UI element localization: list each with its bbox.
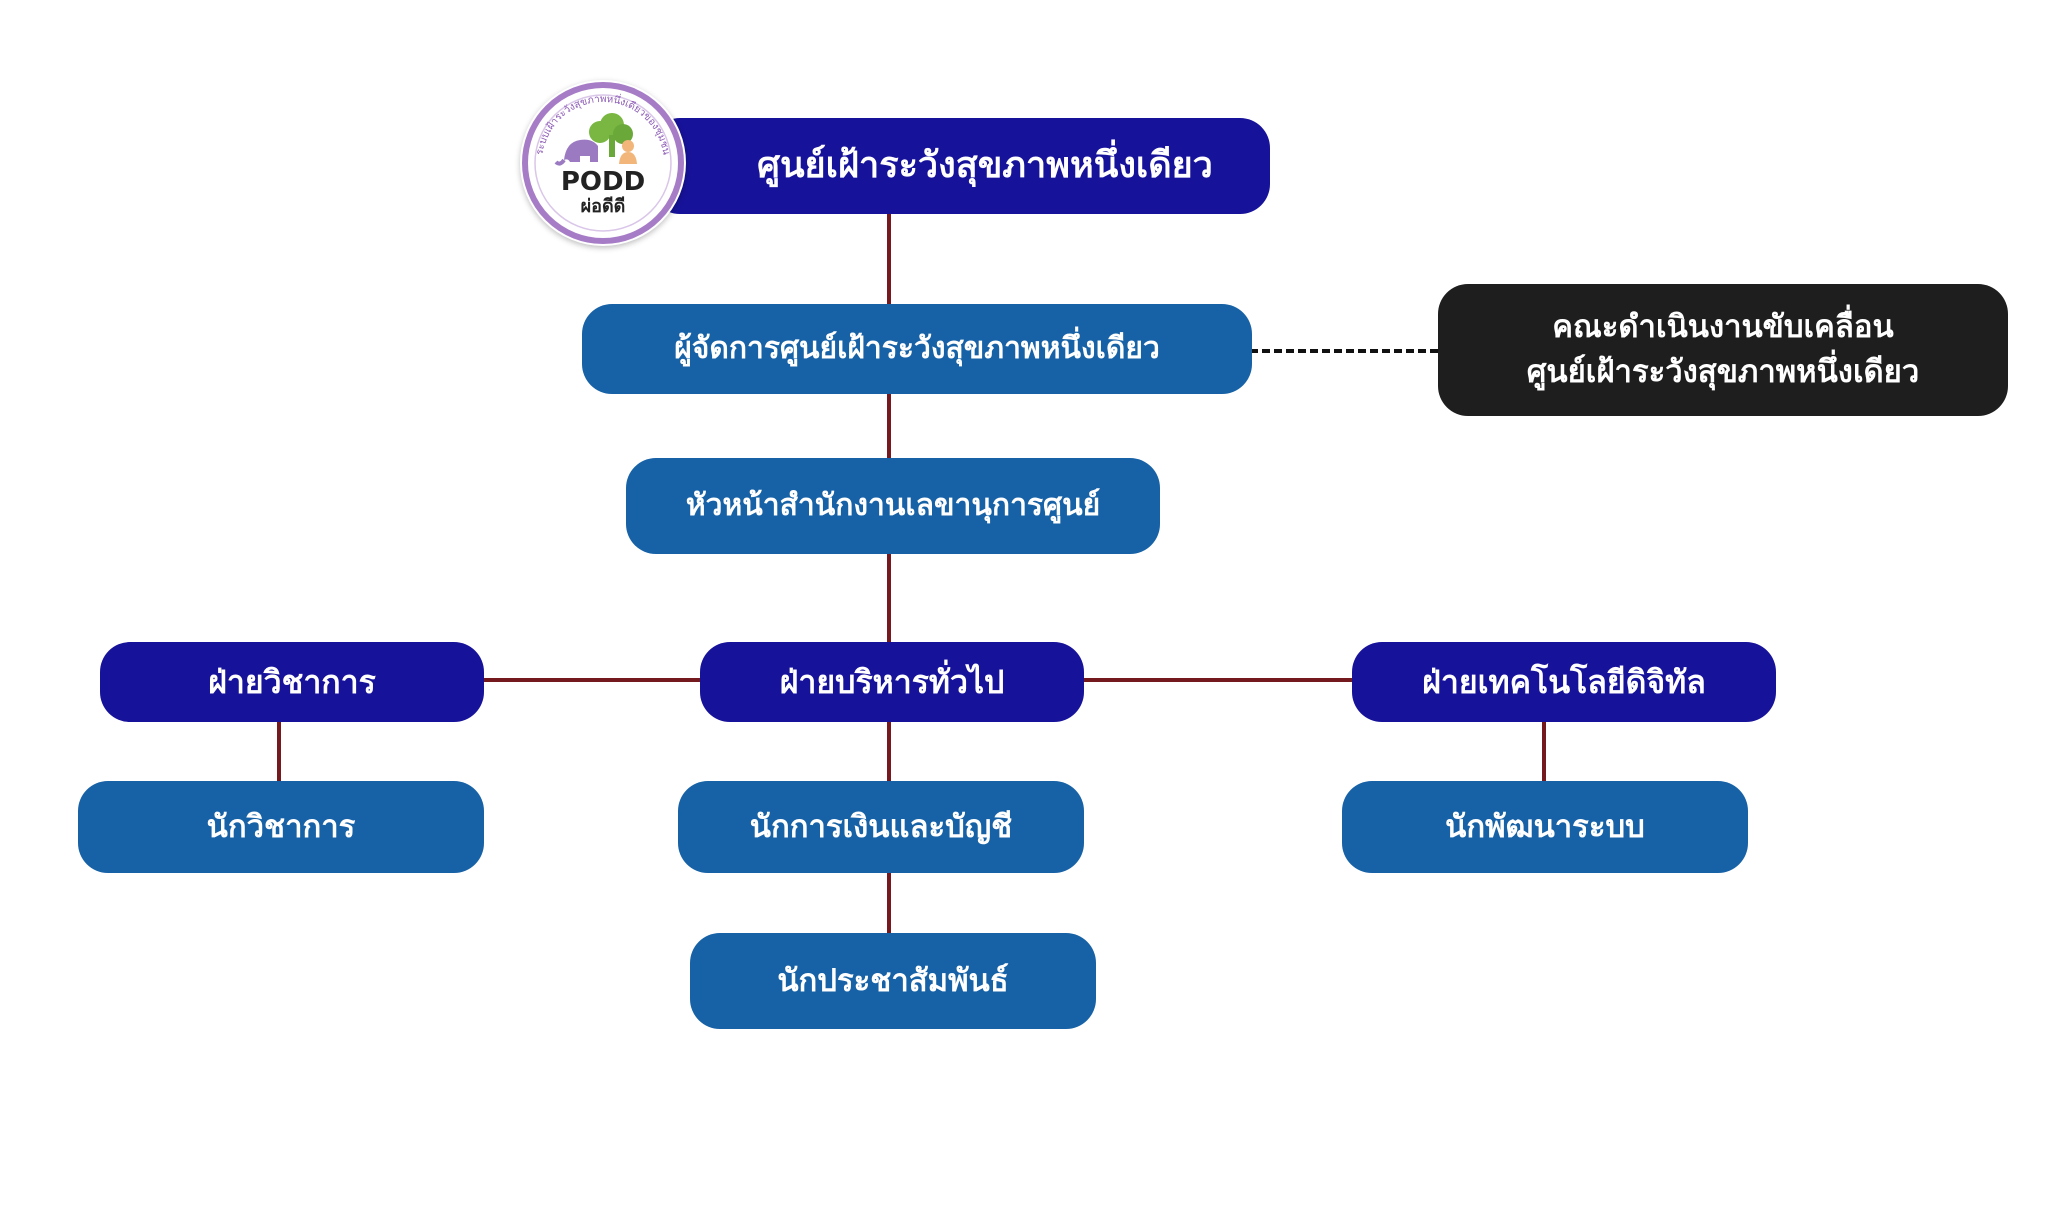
node-finance-staff-label: นักการเงินและบัญชี <box>749 808 1013 845</box>
node-academic-staff-label: นักวิชาการ <box>206 808 356 845</box>
connector-secretariat-general <box>887 552 891 642</box>
node-finance-staff: นักการเงินและบัญชี <box>678 781 1084 873</box>
connector-committee-dashed <box>1250 349 1438 353</box>
podd-logo-graphic: ระบบเฝ้าระวังสุขภาพหนึ่งเดียวของชุมชน PO… <box>522 82 684 244</box>
node-dept-academic-label: ฝ่ายวิชาการ <box>208 662 376 701</box>
node-committee-line1: คณะดำเนินงานขับเคลื่อน <box>1552 309 1894 346</box>
node-dept-academic: ฝ่ายวิชาการ <box>100 642 484 722</box>
connector-finance-pr <box>887 871 891 933</box>
connector-horizontal-right <box>1080 678 1352 682</box>
node-top-label: ศูนย์เฝ้าระวังสุขภาพหนึ่งเดียว <box>757 144 1213 186</box>
node-pr-staff: นักประชาสัมพันธ์ <box>690 933 1096 1029</box>
node-dept-digital-label: ฝ่ายเทคโนโลยีดิจิทัล <box>1422 662 1706 701</box>
node-secretariat: หัวหน้าสำนักงานเลขานุการศูนย์ <box>626 458 1160 554</box>
node-committee-line2: ศูนย์เฝ้าระวังสุขภาพหนึ่งเดียว <box>1526 354 1920 390</box>
node-dept-general-label: ฝ่ายบริหารทั่วไป <box>779 662 1005 701</box>
node-academic-staff: นักวิชาการ <box>78 781 484 873</box>
logo-subtitle: ผ่อดีดี <box>581 196 626 217</box>
logo-name: PODD <box>561 167 645 197</box>
node-pr-staff-label: นักประชาสัมพันธ์ <box>777 962 1009 999</box>
podd-logo: ระบบเฝ้าระวังสุขภาพหนึ่งเดียวของชุมชน PO… <box>520 80 686 246</box>
node-manager: ผู้จัดการศูนย์เฝ้าระวังสุขภาพหนึ่งเดียว <box>582 304 1252 394</box>
connector-general-finance <box>887 719 891 781</box>
connector-academic-staff <box>277 719 281 781</box>
node-dept-general: ฝ่ายบริหารทั่วไป <box>700 642 1084 722</box>
connector-manager-secretariat <box>887 393 891 458</box>
node-dept-digital: ฝ่ายเทคโนโลยีดิจิทัล <box>1352 642 1776 722</box>
node-secretariat-label: หัวหน้าสำนักงานเลขานุการศูนย์ <box>685 488 1101 524</box>
node-developer-staff: นักพัฒนาระบบ <box>1342 781 1748 873</box>
node-committee: คณะดำเนินงานขับเคลื่อน ศูนย์เฝ้าระวังสุข… <box>1438 284 2008 416</box>
connector-horizontal-left <box>482 678 702 682</box>
connector-top-manager <box>887 212 891 304</box>
connector-digital-developer <box>1542 719 1546 781</box>
node-developer-staff-label: นักพัฒนาระบบ <box>1445 808 1645 845</box>
node-manager-label: ผู้จัดการศูนย์เฝ้าระวังสุขภาพหนึ่งเดียว <box>674 331 1160 367</box>
node-top-center: ศูนย์เฝ้าระวังสุขภาพหนึ่งเดียว <box>650 118 1270 214</box>
